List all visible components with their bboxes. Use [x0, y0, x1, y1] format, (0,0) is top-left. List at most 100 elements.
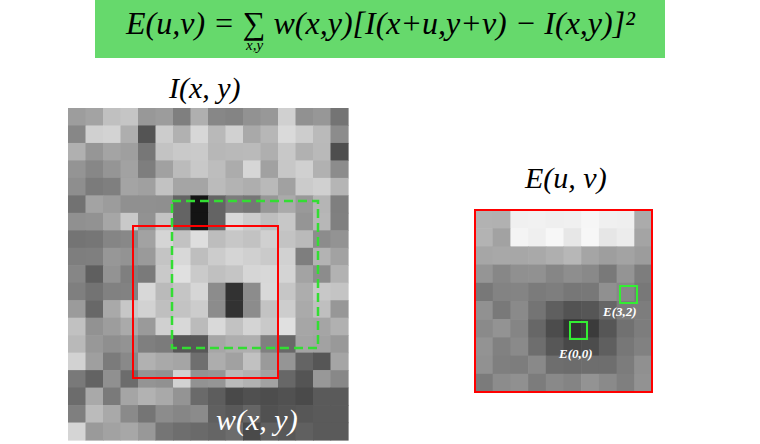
pixel: [86, 160, 104, 178]
pixel: [331, 283, 349, 301]
pixel: [546, 319, 564, 338]
pixel: [296, 213, 314, 231]
pixel: [243, 318, 261, 336]
pixel: [313, 300, 331, 318]
pixel: [173, 405, 191, 423]
pixel: [138, 213, 156, 231]
pixel: [243, 213, 261, 231]
pixel: [191, 195, 209, 213]
pixel: [68, 370, 86, 388]
shifted-window: [172, 201, 318, 348]
pixel: [191, 283, 209, 301]
pixel: [331, 178, 349, 196]
pixel: [226, 230, 244, 248]
pixel: [528, 319, 546, 338]
pixel: [296, 125, 314, 143]
pixel: [278, 318, 296, 336]
pixel: [278, 125, 296, 143]
pixel: [493, 210, 511, 229]
pixel: [103, 125, 121, 143]
pixel: [226, 178, 244, 196]
pixel: [313, 265, 331, 283]
pixel: [261, 335, 279, 353]
pixel: [243, 125, 261, 143]
pixel: [86, 230, 104, 248]
pixel: [191, 300, 209, 318]
pixel: [68, 125, 86, 143]
pixel: [208, 370, 226, 388]
pixel: [634, 374, 652, 393]
pixel: [86, 265, 104, 283]
pixel: [208, 283, 226, 301]
pixel: [475, 265, 493, 284]
pixel: [121, 335, 139, 353]
pixel: [261, 195, 279, 213]
pixel: [313, 248, 331, 266]
pixel: [564, 283, 582, 302]
pixel: [243, 195, 261, 213]
pixel: [86, 423, 104, 441]
pixel: [173, 213, 191, 231]
pixel: [261, 300, 279, 318]
pixel: [331, 405, 349, 423]
pixel: [243, 143, 261, 161]
pixel: [278, 143, 296, 161]
pixel: [173, 370, 191, 388]
pixel: [296, 195, 314, 213]
pixel: [296, 265, 314, 283]
pixel: [331, 388, 349, 406]
pixel: [208, 388, 226, 406]
pixel: [278, 160, 296, 178]
pixel: [226, 318, 244, 336]
pixel: [313, 370, 331, 388]
pixel: [173, 230, 191, 248]
pixel: [313, 423, 331, 441]
pixel: [103, 335, 121, 353]
pixel: [546, 283, 564, 302]
pixel: [493, 246, 511, 265]
pixel: [510, 301, 528, 320]
pixel: [313, 160, 331, 178]
pixel: [173, 300, 191, 318]
pixel: [634, 210, 652, 229]
pixel: [156, 388, 174, 406]
pixel: [296, 335, 314, 353]
pixel: [599, 265, 617, 284]
pixel: [138, 265, 156, 283]
pixel: [510, 246, 528, 265]
pixel: [261, 265, 279, 283]
pixel: [226, 143, 244, 161]
pixel: [68, 265, 86, 283]
pixel: [475, 319, 493, 338]
pixel: [581, 228, 599, 247]
pixel: [208, 265, 226, 283]
pixel: [121, 195, 139, 213]
pixel: [103, 283, 121, 301]
pixel: [156, 405, 174, 423]
pixel: [331, 370, 349, 388]
pixel: [243, 283, 261, 301]
pixel: [121, 178, 139, 196]
pixel: [261, 370, 279, 388]
pixel: [121, 318, 139, 336]
pixel: [86, 370, 104, 388]
pixel: [278, 248, 296, 266]
pixel: [599, 283, 617, 302]
pixel: [528, 301, 546, 320]
pixel: [313, 230, 331, 248]
pixel: [475, 356, 493, 375]
pixel: [138, 108, 156, 126]
pixel: [278, 370, 296, 388]
pixel: [634, 265, 652, 284]
pixel: [296, 370, 314, 388]
pixel: [510, 337, 528, 356]
pixel: [208, 335, 226, 353]
map-border: [475, 210, 652, 392]
pixel: [296, 108, 314, 126]
pixel: [634, 337, 652, 356]
pixel: [278, 353, 296, 371]
pixel: [86, 195, 104, 213]
pixel: [528, 356, 546, 375]
pixel: [564, 210, 582, 229]
pixel: [103, 195, 121, 213]
